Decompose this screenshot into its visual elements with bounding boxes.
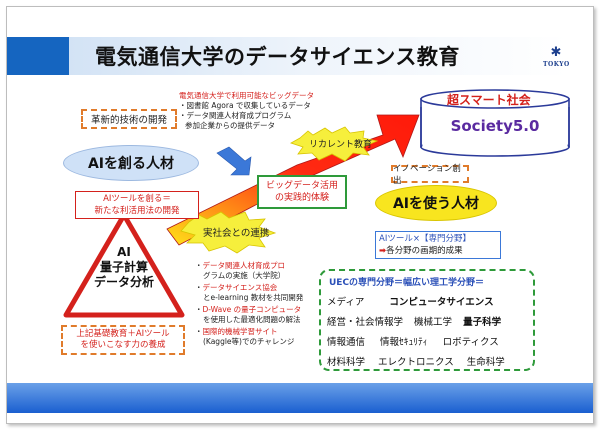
society-main-label: Society5.0 <box>450 117 540 135</box>
program-item: ・国際的機械学習サイト <box>195 327 278 336</box>
program-title: データサイエンス協会 <box>202 283 278 292</box>
ai-create-ellipse: AIを創る人材 <box>63 145 199 181</box>
programs-list: ・データ関連人材育成プロ グラムの実施（大学院） ・データサイエンス協会 とe-… <box>195 261 303 347</box>
ai-use-desc-line: AIツール×【専門分野】 <box>379 234 471 244</box>
ai-use-label: AIを使う人材 <box>392 196 480 212</box>
title-band <box>7 37 593 75</box>
field-item: 情報通信 <box>327 337 366 348</box>
program-item: ・データ関連人材育成プロ <box>195 261 286 270</box>
recurrent-label: リカレント教育 <box>309 140 373 150</box>
field-item: 情報ｾｷｭﾘﾃｨ <box>380 337 428 348</box>
ai-triangle-text: AI 量子計算 データ分析 <box>79 245 169 290</box>
bigdata-note-line: 参加企業からの提供データ <box>185 121 275 130</box>
society-top-label: 超スマート社会 <box>447 93 531 107</box>
slide: 電気通信大学のデータサイエンス教育 ✱ TOKYO <box>6 6 594 424</box>
bigdata-note-line: ・図書館 Agora で収集しているデータ <box>179 101 311 110</box>
program-title: D-Wave の量子コンピュータ <box>202 305 302 314</box>
fields-row: 経営・社会情報学 機械工学 量子科学 <box>327 313 533 333</box>
fields-row: 材料科学 エレクトロニクス 生命科学 <box>327 353 533 373</box>
innovative-tech-label: 革新的技術の開発 <box>90 115 167 126</box>
industry-starburst <box>180 211 277 254</box>
program-item: ・D-Wave の量子コンピュータ <box>195 305 302 314</box>
down-arrow-icon <box>216 146 252 176</box>
ai-use-desc-box: AIツール×【専門分野】 ➡各分野の画期的成果 <box>375 231 501 259</box>
bigdata-use-box: ビッグデータ活用 の実践的体験 <box>257 175 347 209</box>
field-item: 機械工学 <box>414 317 453 328</box>
program-detail: とe-learning 教材を共同開発 <box>203 293 304 302</box>
field-item: 生命科学 <box>466 357 505 368</box>
university-logo: ✱ TOKYO <box>543 45 569 68</box>
ai-create-desc-box: AIツールを創る＝ 新たな利活用法の開発 <box>75 191 199 219</box>
innovative-tech-box: 革新的技術の開発 <box>81 109 177 129</box>
page-title: 電気通信大学のデータサイエンス教育 <box>95 45 460 69</box>
ai-use-ellipse: AIを使う人材 <box>375 185 497 221</box>
bigdata-note-title: 電気通信大学で利用可能なビッグデータ <box>179 91 314 100</box>
program-title: データ関連人材育成プロ <box>202 261 286 270</box>
right-arrow-icon: ➡ <box>379 246 387 256</box>
program-detail: グラムの実施（大学院） <box>203 271 286 280</box>
foundation-box: 上記基礎教育＋AIツール を使いこなす力の養成 <box>61 325 185 355</box>
program-detail: を使用した最適化問題の解法 <box>203 315 301 324</box>
society-cylinder <box>420 89 570 157</box>
bigdata-note: 電気通信大学で利用可能なビッグデータ ・図書館 Agora で収集しているデータ… <box>179 91 314 131</box>
innovation-box: イノベーション創出 <box>391 164 469 186</box>
fields-box: UECの専門分野＝幅広い理工学分野＝ メディア コンピュータサイエンス 経営・社… <box>319 269 535 371</box>
footer-band <box>7 383 593 413</box>
field-item: 経営・社会情報学 <box>327 317 404 328</box>
ai-create-desc-line: 新たな利活用法の開発 <box>94 206 180 216</box>
industry-label: 実社会との連携 <box>203 228 270 239</box>
fields-grid: メディア コンピュータサイエンス 経営・社会情報学 機械工学 量子科学 情報通信… <box>327 293 533 373</box>
field-item: 材料科学 <box>327 357 366 368</box>
program-detail: (Kaggle等)でのチャレンジ <box>203 337 295 346</box>
ai-create-label: AIを創る人材 <box>87 156 175 172</box>
triangle-line: 量子計算 <box>99 260 148 274</box>
fields-title: UECの専門分野＝幅広い理工学分野＝ <box>329 278 485 288</box>
innovation-label: イノベーション創出 <box>393 164 461 186</box>
bigdata-use-line: ビッグデータ活用 <box>265 181 338 191</box>
program-item: ・データサイエンス協会 <box>195 283 278 292</box>
program-title: 国際的機械学習サイト <box>202 327 278 336</box>
logo-text: TOKYO <box>543 61 570 68</box>
triangle-line: AI <box>117 245 131 259</box>
fields-row: メディア コンピュータサイエンス <box>327 293 533 313</box>
foundation-line: 上記基礎教育＋AIツール <box>76 329 170 339</box>
bigdata-use-line: の実践的体験 <box>274 193 329 203</box>
field-item: エレクトロニクス <box>378 357 454 368</box>
bigdata-note-line: ・データ関連人材育成プログラム <box>179 111 292 120</box>
field-item: コンピュータサイエンス <box>389 297 494 308</box>
ai-use-desc-line2: ➡各分野の画期的成果 <box>379 245 497 257</box>
fields-row: 情報通信 情報ｾｷｭﾘﾃｨ ロボティクス <box>327 333 533 353</box>
triangle-line: データ分析 <box>93 275 154 289</box>
ai-triangle <box>63 212 185 318</box>
recurrent-starburst <box>290 126 379 162</box>
field-item: メディア <box>327 297 365 308</box>
diagram-canvas <box>63 89 570 318</box>
ai-create-desc-line: AIツールを創る＝ <box>103 194 171 204</box>
field-item: 量子科学 <box>463 317 502 328</box>
ai-use-desc-text: 各分野の画期的成果 <box>386 246 463 256</box>
field-item: ロボティクス <box>442 337 499 348</box>
logo-mark-icon: ✱ <box>550 45 562 60</box>
foundation-line: を使いこなす力の養成 <box>80 340 166 350</box>
